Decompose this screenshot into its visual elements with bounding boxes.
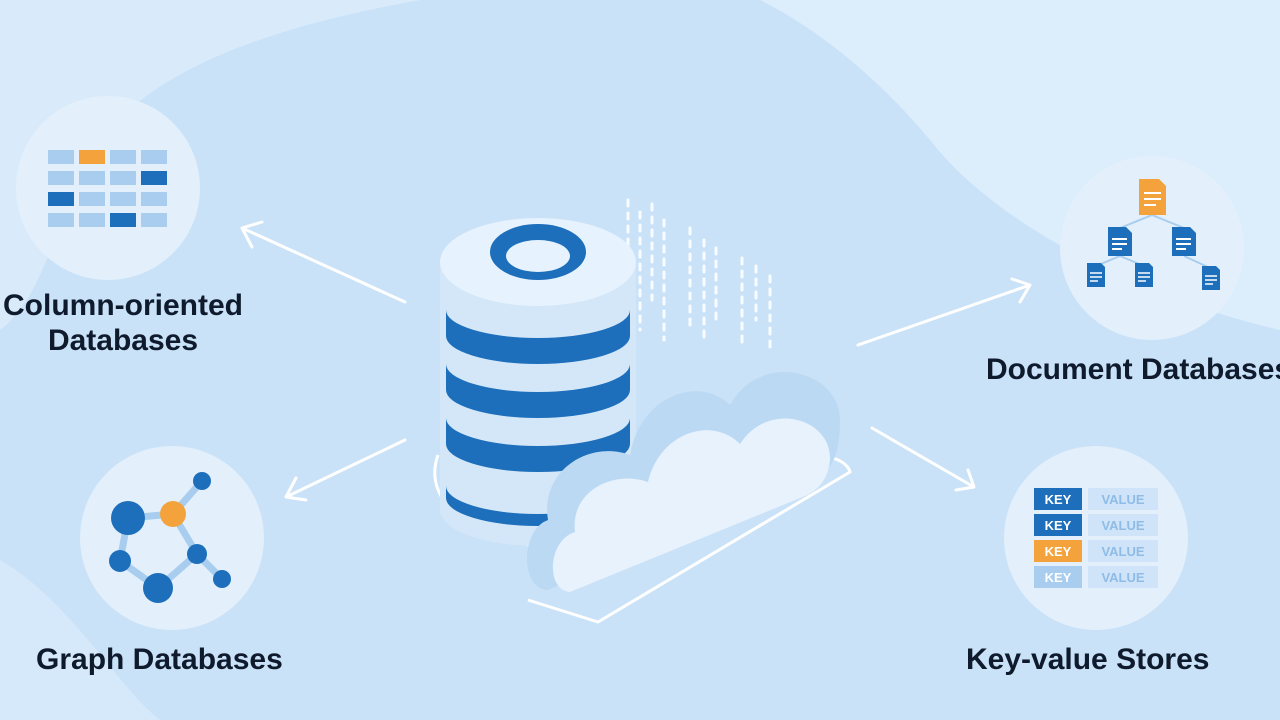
arrow-to-document <box>856 277 1032 347</box>
doc-right <box>1172 227 1196 256</box>
graph-badge <box>80 446 264 630</box>
arrow-to-keyvalue <box>870 426 976 492</box>
doc-leaf-3 <box>1202 266 1220 290</box>
kv-value: VALUE <box>1101 544 1144 559</box>
kv-key: KEY <box>1045 492 1072 507</box>
keyvalue-stores-label: Key-value Stores <box>966 643 1210 676</box>
doc-left <box>1108 227 1132 256</box>
node-graph-icon <box>109 472 231 603</box>
arrows <box>240 220 1032 502</box>
columnar-databases-label: Column-oriented Databases <box>0 288 268 358</box>
data-stream-dashes <box>626 198 772 362</box>
kv-row: KEY VALUE <box>1034 566 1158 588</box>
kv-row: KEY VALUE <box>1034 540 1158 562</box>
graph-databases-label: Graph Databases <box>36 643 283 676</box>
arrow-to-graph <box>284 438 407 502</box>
central-illustration <box>433 198 852 624</box>
kv-value: VALUE <box>1101 492 1144 507</box>
kv-row: KEY VALUE <box>1034 488 1158 510</box>
arrow-to-columnar <box>240 220 407 304</box>
kv-key: KEY <box>1045 518 1072 533</box>
key-value-table-icon: KEY VALUE KEY VALUE KEY VALUE KEY VALUE <box>1034 488 1158 588</box>
columnar-label-line2: Databases <box>47 324 199 357</box>
doc-leaf-1 <box>1087 263 1105 287</box>
document-badge <box>1060 156 1244 340</box>
kv-row: KEY VALUE <box>1034 514 1158 536</box>
keyvalue-badge: KEY VALUE KEY VALUE KEY VALUE KEY VALUE <box>1004 446 1188 630</box>
doc-leaf-2 <box>1135 263 1153 287</box>
kv-value: VALUE <box>1101 518 1144 533</box>
columnar-label-line1: Column-oriented <box>3 289 243 322</box>
document-databases-label: Document Databases <box>986 353 1280 386</box>
cloud-icon <box>527 372 840 592</box>
kv-key: KEY <box>1045 544 1072 559</box>
table-grid-icon <box>48 150 167 227</box>
columnar-badge <box>16 96 200 280</box>
doc-root <box>1139 179 1166 215</box>
document-tree-icon <box>1087 179 1220 290</box>
kv-key: KEY <box>1045 570 1072 585</box>
kv-value: VALUE <box>1101 570 1144 585</box>
